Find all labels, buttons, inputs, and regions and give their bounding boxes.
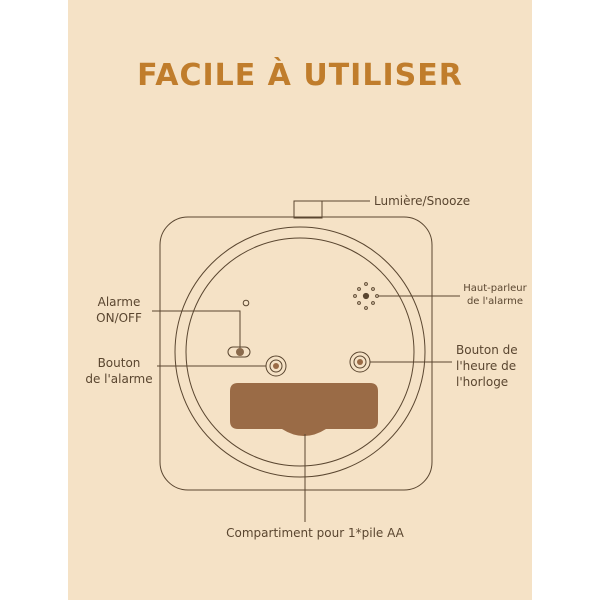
label-speaker: Haut-parleur de l'alarme (460, 282, 530, 308)
clock-time-button (349, 351, 371, 373)
leader-lines (152, 200, 460, 522)
label-alarm-switch-line1: Alarme (97, 295, 141, 309)
alarm-switch (227, 346, 251, 358)
label-clock-button: Bouton de l'heure de l'horloge (456, 342, 518, 390)
label-speaker-line2: de l'alarme (466, 296, 524, 307)
label-alarm-switch: Alarme ON/OFF (88, 294, 150, 326)
label-light-snooze: Lumière/Snooze (374, 194, 471, 208)
leader-line-alarm-switch (152, 310, 241, 348)
background-panel (68, 0, 532, 600)
snooze-knob (293, 200, 323, 219)
label-alarm-button-line2: de l'alarme (85, 372, 153, 386)
page-title: FACILE À UTILISER (137, 58, 463, 93)
label-clock-button-line3: l'horloge (456, 375, 509, 389)
alarm-button (265, 355, 287, 377)
label-clock-button-line2: l'heure de (456, 359, 517, 373)
battery-compartment (230, 383, 378, 436)
label-alarm-button-line1: Bouton (97, 356, 141, 370)
indicator-dot (242, 299, 250, 307)
label-battery: Compartiment pour 1*pile AA (226, 526, 404, 540)
clock-face-inner (185, 237, 415, 467)
label-clock-button-line1: Bouton de (456, 343, 518, 357)
clock-face-outer (174, 226, 426, 478)
clock-body (159, 216, 433, 491)
label-alarm-switch-line2: ON/OFF (96, 311, 142, 325)
speaker-grille (353, 282, 379, 310)
label-alarm-button: Bouton de l'alarme (78, 355, 160, 387)
label-speaker-line1: Haut-parleur (463, 283, 527, 294)
